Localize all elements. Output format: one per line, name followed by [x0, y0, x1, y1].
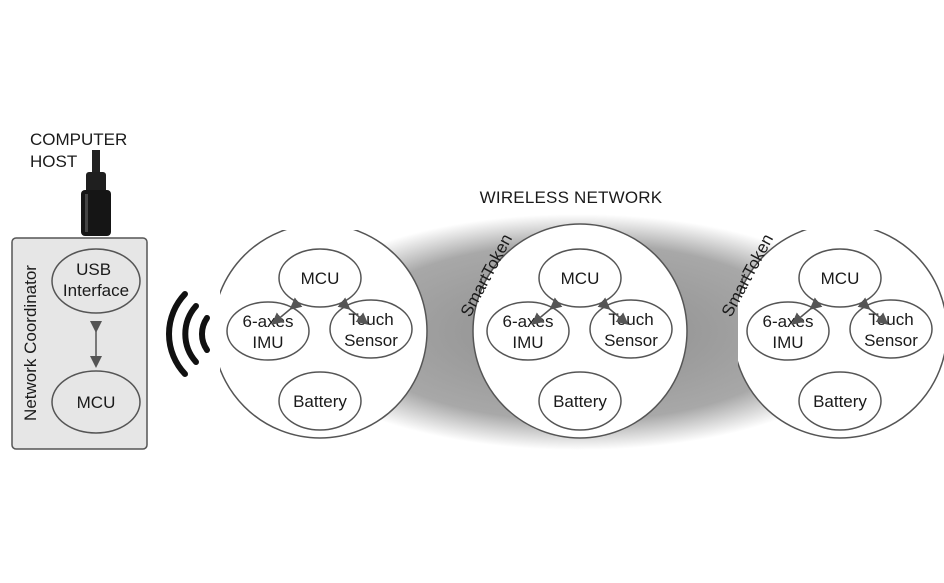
network-coordinator-label: Network Coordinator	[21, 265, 40, 421]
smarttoken-battery-label: Battery	[813, 392, 867, 411]
smarttoken-mcu-node	[278, 248, 362, 308]
smarttoken-mcu-label: MCU	[821, 269, 860, 288]
mcu-touch-arrow	[597, 297, 629, 325]
computer-host-label: COMPUTER HOST	[30, 130, 132, 171]
smarttoken-battery-label: Battery	[553, 392, 607, 411]
smarttoken-battery-node	[278, 371, 362, 431]
smarttoken-mcu-node	[798, 248, 882, 308]
smarttoken-body	[220, 230, 428, 439]
usb-interface-label: USB Interface	[63, 260, 129, 300]
mcu-imu-arrow	[791, 297, 823, 325]
mcu-touch-arrow	[857, 297, 889, 325]
smarttoken-battery-node	[538, 371, 622, 431]
smarttoken-body	[472, 223, 688, 439]
mcu-touch-arrow	[337, 297, 369, 325]
coordinator-mcu-node	[51, 370, 141, 434]
wireless-network-title: WIRELESS NETWORK	[480, 188, 663, 207]
smarttoken-battery-node	[798, 371, 882, 431]
smarttoken-mcu-label: MCU	[561, 269, 600, 288]
wireless-signal-icon	[166, 291, 210, 377]
smarttoken-body	[738, 230, 944, 439]
coordinator-mcu-label: MCU	[77, 393, 116, 412]
mcu-imu-arrow	[271, 297, 303, 325]
usb-cable-icon	[81, 150, 111, 236]
smarttoken-mcu-node	[538, 248, 622, 308]
smarttoken-mcu-label: MCU	[301, 269, 340, 288]
usb-interface-node	[51, 248, 141, 314]
smarttoken-battery-label: Battery	[293, 392, 347, 411]
mcu-imu-arrow	[531, 297, 563, 325]
